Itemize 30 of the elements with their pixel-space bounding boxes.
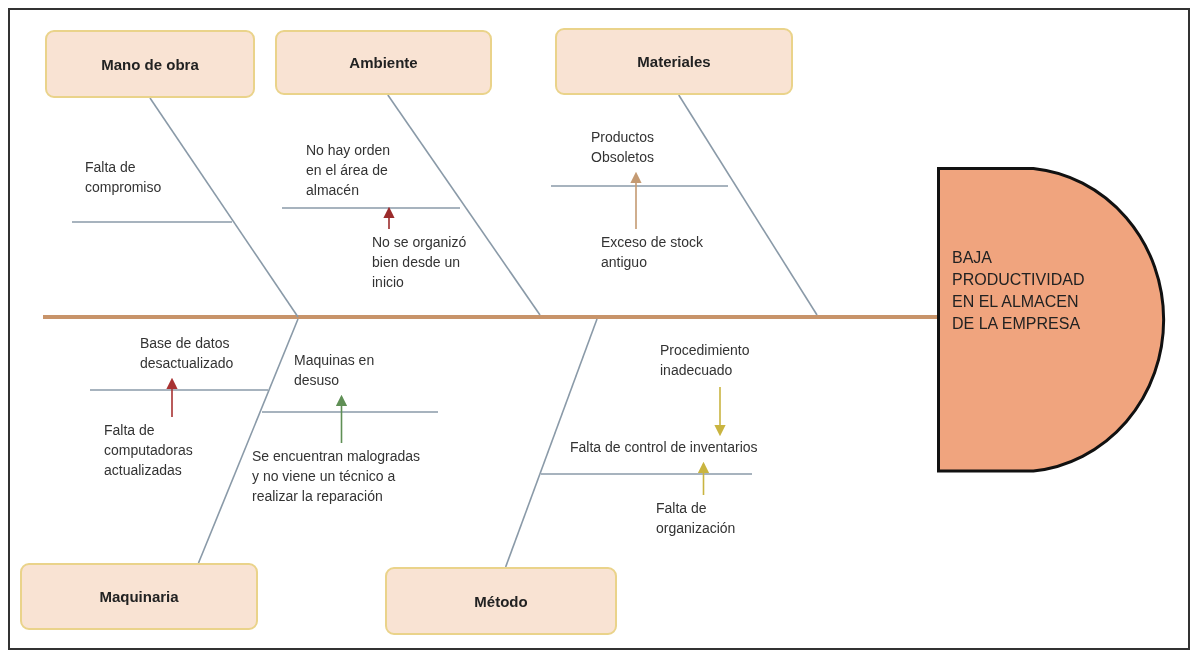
spine-line bbox=[43, 314, 937, 319]
category-box: Método bbox=[385, 567, 617, 635]
arrow bbox=[166, 377, 178, 418]
cause-text: Base de datos desactualizado bbox=[140, 333, 255, 377]
cause-text: Productos Obsoletos bbox=[591, 127, 671, 171]
cause-text: Falta de compromiso bbox=[85, 158, 163, 197]
cause-text: Falta de computadoras actualizadas bbox=[104, 420, 204, 486]
cause-text: No hay orden en el área de almacén bbox=[306, 140, 406, 206]
cause-text: Procedimiento inadecuado bbox=[660, 340, 780, 384]
cause-text: Se encuentran malogradas y no viene un técnico a realizar la reparación bbox=[252, 446, 430, 512]
bone-line bbox=[677, 94, 818, 316]
arrow bbox=[335, 394, 348, 444]
arrow bbox=[697, 461, 710, 496]
arrow bbox=[383, 206, 395, 230]
category-box: Materiales bbox=[555, 28, 793, 95]
category-box: Maquinaria bbox=[20, 563, 258, 630]
arrow bbox=[714, 386, 726, 437]
bone-line bbox=[149, 97, 299, 318]
effect-text: BAJA PRODUCTIVIDAD EN EL ALMACEN DE LA EMPRESA bbox=[952, 248, 1086, 334]
category-box: Mano de obra bbox=[45, 30, 255, 98]
cause-text: Maquinas en desuso bbox=[294, 350, 389, 394]
category-box: Ambiente bbox=[275, 30, 492, 95]
cause-text: Falta de control de inventarios bbox=[570, 437, 805, 461]
arrow bbox=[630, 171, 642, 230]
cause-text: Exceso de stock antiguo bbox=[601, 232, 721, 276]
bone-line bbox=[504, 318, 598, 568]
cause-text: Falta de organización bbox=[656, 498, 751, 542]
bone-line bbox=[387, 94, 541, 316]
cause-text: No se organizó bien desde un inicio bbox=[372, 232, 477, 298]
bone-line bbox=[197, 318, 299, 564]
